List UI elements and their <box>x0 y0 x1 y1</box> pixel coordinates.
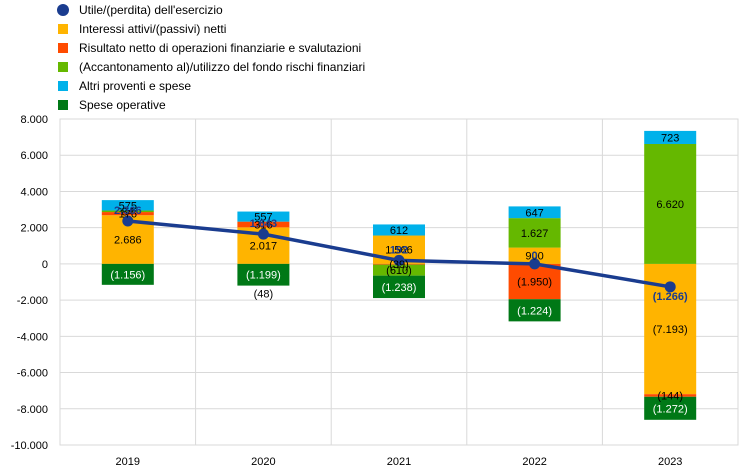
data-label: (1.224) <box>517 305 552 317</box>
y-tick-label: 6.000 <box>20 150 48 162</box>
legend-label: Altri proventi e spese <box>79 78 192 93</box>
y-tick-label: 8.000 <box>20 114 48 126</box>
data-label: (1.199) <box>246 270 281 282</box>
legend-swatch <box>58 42 68 53</box>
data-label: 1.566 <box>385 245 413 257</box>
bar-segment <box>508 247 561 264</box>
data-label: 176 <box>119 209 137 221</box>
bar-segment <box>101 263 154 285</box>
legend-swatch <box>58 61 68 72</box>
data-label: (1.156) <box>110 269 145 281</box>
y-tick-label: -6.000 <box>17 368 48 380</box>
data-label: 0 <box>532 250 538 262</box>
legend-label: Spese operative <box>79 97 166 112</box>
bar-segment <box>644 394 697 397</box>
data-label: 900 <box>525 251 543 263</box>
data-label: 557 <box>254 212 272 224</box>
data-label: 647 <box>525 207 543 219</box>
bar-segment <box>101 210 154 213</box>
y-tick-label: 0 <box>42 259 48 271</box>
bar-segment <box>237 221 290 228</box>
bar-segment <box>373 275 425 299</box>
legend-swatch <box>58 80 68 91</box>
bar-segment <box>644 396 697 420</box>
data-label: (610) <box>386 265 412 277</box>
data-label: (1.272) <box>653 403 688 415</box>
data-label: (1.238) <box>382 282 417 294</box>
bar-segment <box>644 130 697 144</box>
data-label: 1.643 <box>250 218 278 230</box>
y-tick-label: -10.000 <box>11 440 48 452</box>
legend-swatch <box>58 99 68 110</box>
data-label: 575 <box>119 200 137 212</box>
legend-item: Interessi attivi/(passivi) netti <box>58 19 365 38</box>
legend-item: Utile/(perdita) dell'esercizio <box>57 0 365 19</box>
profit-point <box>122 215 134 227</box>
data-label: 84 <box>122 206 134 218</box>
x-tick-label: 2020 <box>251 456 275 468</box>
x-tick-label: 2019 <box>116 456 140 468</box>
bar-segment <box>508 206 561 219</box>
data-label: 2.686 <box>114 235 142 247</box>
legend-item: Spese operative <box>58 95 365 114</box>
data-label: 2.366 <box>114 205 142 217</box>
y-tick-label: -4.000 <box>17 331 48 343</box>
data-label: (1.950) <box>517 277 552 289</box>
y-tick-label: 2.000 <box>20 223 48 235</box>
legend-swatch <box>58 23 68 34</box>
bar-segment <box>508 299 561 322</box>
data-label: 723 <box>661 132 679 144</box>
x-tick-label: 2021 <box>387 456 411 468</box>
data-label: (144) <box>657 390 683 402</box>
bar-segment <box>237 211 290 222</box>
bar-segment <box>373 264 425 276</box>
legend-item: Risultato netto di operazioni finanziari… <box>58 38 365 57</box>
bar-segment <box>508 263 561 300</box>
legend-label: Utile/(perdita) dell'esercizio <box>79 2 223 17</box>
legend-item: (Accantonamento al)/utilizzo del fondo r… <box>58 57 365 76</box>
legend-swatch <box>57 3 69 16</box>
y-tick-label: 4.000 <box>20 186 48 198</box>
data-label: (48) <box>254 289 274 301</box>
legend-label: (Accantonamento al)/utilizzo del fondo r… <box>79 59 366 74</box>
data-label: 316 <box>254 219 272 231</box>
legend-item: Altri proventi e spese <box>58 76 365 95</box>
bar-segment <box>644 143 697 264</box>
data-label: 192 <box>390 244 408 256</box>
profit-point <box>257 228 269 240</box>
profit-point <box>393 254 405 266</box>
legend-label: Risultato netto di operazioni finanziari… <box>79 40 362 55</box>
profit-point <box>529 258 541 270</box>
data-label: (1.266) <box>653 291 688 303</box>
legend-label: Interessi attivi/(passivi) netti <box>79 21 227 36</box>
data-label: (39) <box>389 259 409 271</box>
data-label: (7.193) <box>653 324 688 336</box>
bar-segment <box>373 224 425 236</box>
x-tick-label: 2023 <box>658 456 682 468</box>
bar-segment <box>101 212 154 216</box>
bar-segment <box>508 218 561 248</box>
bar-segment <box>237 263 290 286</box>
y-tick-label: -8.000 <box>17 404 48 416</box>
y-tick-label: -2.000 <box>17 295 48 307</box>
profit-point <box>664 281 676 293</box>
data-label: 1.627 <box>521 228 549 240</box>
bar-segment <box>101 200 154 211</box>
data-label: 612 <box>390 225 408 237</box>
x-tick-label: 2022 <box>522 456 546 468</box>
data-label: 2.017 <box>250 241 278 253</box>
data-label: 6.620 <box>656 199 684 211</box>
